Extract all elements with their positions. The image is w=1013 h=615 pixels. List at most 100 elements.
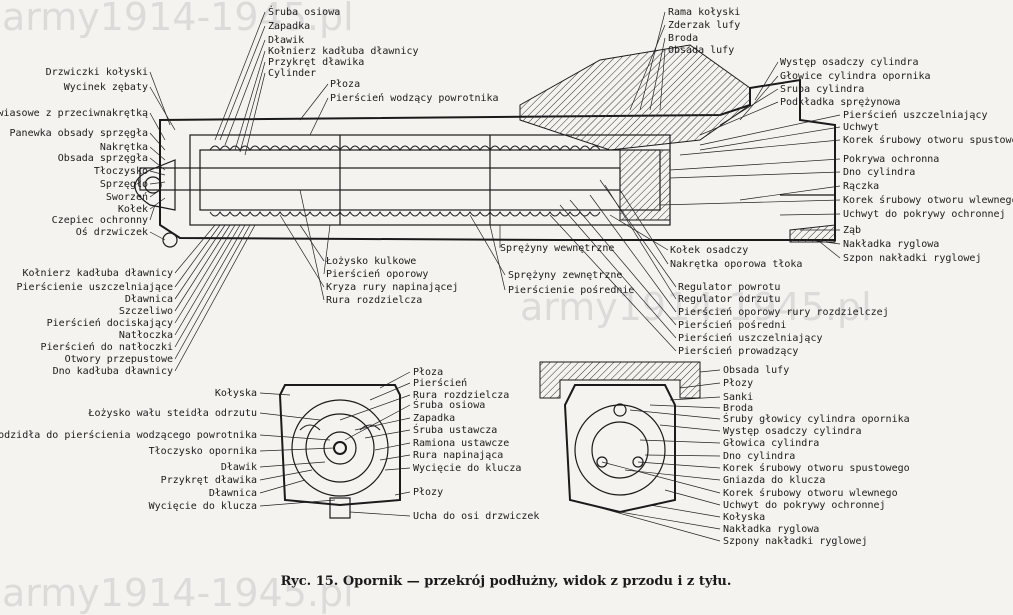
labels-bottom-left: Kołnierz kadłuba dławnicy Pierścienie us… [16,268,173,377]
label-rear-korek-spustowy: Korek śrubowy otworu spustowego [723,462,910,474]
label-panewka: Panewka obsady sprzęgła [10,128,148,139]
label-rear-obsada-lufy: Obsada lufy [723,365,789,376]
label-pierscien-posredni: Pierścień pośredni [678,319,786,331]
label-wycinek-zebaty: Wycinek zębaty [64,82,148,93]
label-rear-glowica: Głowica cylindra [723,438,819,449]
label-pierscienie-posrednie: Pierścienie pośrednie [508,284,634,296]
label-rear-gniazda: Gniazda do klucza [723,475,825,486]
label-pierscien-oporowy-rury: Pierścień oporowy rury rozdzielczej [678,306,889,318]
label-front-dlawik: Dławik [221,462,257,473]
label-dlawik: Dławik [268,35,304,46]
label-front-pierscien: Pierścień [413,377,467,389]
label-dno-kadluba: Dno kadłuba dławnicy [53,366,173,377]
label-nakladka-ryglowa: Nakładka ryglowa [843,239,939,250]
label-drzwiczki-kolyski: Drzwiczki kołyski [46,67,148,78]
label-front-sruba-ustawcza: Śruba ustawcza [413,423,497,436]
label-pierscien-prowadzacy: Pierścień prowadzący [678,345,798,357]
label-regulator-powrotu: Regulator powrotu [678,282,780,293]
watermark-bottom: army1914-1945.pl [2,571,354,615]
cylinder-head [619,149,671,221]
rear-view [539,361,701,514]
spring-upper [209,145,601,151]
label-front-lozysko-walu: Łożysko wału steidła odrzutu [87,408,257,419]
label-front-wyciecie-klucza: Wycięcie do klucza [413,463,521,474]
front-view [278,384,401,519]
label-broda: Broda [668,33,698,44]
label-rear-szpony: Szpony nakładki ryglowej [723,536,868,547]
label-kolnierz-kadluba-dlawnicy: Kołnierz kadłuba dławnicy [22,268,173,279]
label-otwory-przepustowe: Otwory przepustowe [65,354,173,365]
label-rear-nakladka: Nakładka ryglowa [723,524,819,535]
label-uchwyt: Uchwyt [843,122,879,133]
label-sruba-zawiasowe: Śruba zawiasowe z przeciwnakrętką [0,106,148,119]
label-sprezyny-zewnetrzne: Sprężyny zewnętrzne [508,270,622,281]
label-front-ucha: Ucha do osi drzwiczek [413,511,539,522]
label-pierscien-dociskajacy: Pierścień dociskający [47,317,173,329]
label-nakretka: Nakrętka [100,142,148,153]
label-sworzen: Sworzeń [106,191,148,203]
labels-rear-view: Obsada lufy Płozy Sanki Broda Śruby głow… [723,365,910,547]
label-front-wodzidla: Wodzidła do pierścienia wodzącego powrot… [0,429,257,441]
watermark-top: army1914-1945.pl [2,0,354,39]
label-uchwyt-pokrywy: Uchwyt do pokrywy ochronnej [843,209,1006,220]
figure-caption: Ryc. 15. Opornik — przekrój podłużny, wi… [281,574,732,589]
label-front-dlawnica: Dławnica [209,488,257,499]
label-nakretka-oporowa: Nakrętka oporowa tłoka [670,259,802,270]
label-front-tloczysko: Tłoczysko opornika [149,446,257,457]
labels-front-view-right: Płoza Pierścień Rura rozdzielcza Śruba o… [413,367,539,522]
label-rear-korek-wlewny: Korek śrubowy otworu wlewnego [723,487,898,499]
label-rear-kolyska: Kołyska [723,512,765,523]
label-korek-spustowy: Korek śrubowy otworu spustowego [843,134,1013,146]
label-front-rura-napinajaca: Rura napinająca [413,450,503,461]
label-obsada-sprzegla: Obsada sprzęgła [58,153,148,164]
label-pierscienie-uszczelniajace: Pierścienie uszczelniające [16,281,173,293]
label-pierscien-wodzacy: Pierścień wodzący powrotnika [330,92,499,104]
label-pierscien-do-natloczki: Pierścień do natłoczki [41,341,173,353]
label-regulator-odrzutu: Regulator odrzutu [678,294,780,305]
label-podkladka: Podkładka sprężynowa [780,97,900,108]
label-sprzeglo: Sprzęgło [100,179,148,190]
label-tloczysko: Tłoczysko [94,166,148,177]
label-szpon-nakladki: Szpon nakładki ryglowej [843,253,981,264]
labels-left: Drzwiczki kołyski Wycinek zębaty Śruba z… [0,67,148,238]
label-zapadka: Zapadka [268,21,310,32]
labels-bottom-right: Regulator powrotu Regulator odrzutu Pier… [678,282,889,357]
label-front-sruba-osiowa: Śruba osiowa [413,398,485,411]
label-cylinder: Cylinder [268,68,316,79]
labels-bottom-mid: Łożysko kulkowe Pierścień oporowy Kryza … [325,243,802,306]
label-kolek-osadczy: Kołek osadczy [670,245,748,256]
label-rear-uchwyt: Uchwyt do pokrywy ochronnej [723,500,886,511]
label-ploza: Płoza [330,79,360,90]
leader-lines [149,11,841,542]
spring-lower [209,211,601,217]
label-zab: Ząb [843,225,861,236]
label-front-rura-rozdzielcza: Rura rozdzielcza [413,390,509,401]
label-lozysko-kulkowe: Łożysko kulkowe [325,256,416,267]
watermark-middle: army1914-1945.pl [520,285,872,329]
label-szczeliwo: Szczeliwo [119,306,173,317]
labels-top: Śruba osiowa Zapadka Dławik Kołnierz kad… [268,5,499,104]
door-axle [162,232,178,248]
label-raczka: Rączka [843,181,879,192]
label-rear-sruby-glowicy: Śruby głowicy cylindra opornika [723,412,910,425]
label-kolnierz-kadluba: Kołnierz kadłuba dławnicy [268,46,419,57]
label-kolek: Kołek [118,204,148,215]
label-sruba-osiowa: Śruba osiowa [268,5,340,18]
label-rear-dno: Dno cylindra [723,451,795,462]
label-front-plozy: Płozy [413,487,443,498]
label-rear-plozy: Płozy [723,378,753,389]
label-rear-wystep: Występ osadczy cylindra [723,426,861,437]
label-front-przykret: Przykręt dławika [161,475,257,486]
label-przykret-dlawika: Przykręt dławika [268,57,364,68]
labels-right: Rama kołyski Zderzak lufy Broda Obsada l… [668,7,1013,264]
piston-rod [139,167,621,191]
label-pierscien-oporowy: Pierścień oporowy [326,268,428,280]
label-front-ramiona: Ramiona ustawcze [413,438,509,449]
label-dlawnica: Dławnica [125,294,173,305]
label-sprezyny-wewnetrzne: Sprężyny wewnętrzne [500,243,614,254]
label-wystep-osadczy: Występ osadczy cylindra [780,57,918,68]
label-pokrywa-ochronna: Pokrywa ochronna [843,154,939,165]
protective-cap [134,159,176,211]
labels-front-view-left: Kołyska Łożysko wału steidła odrzutu Wod… [0,388,257,512]
